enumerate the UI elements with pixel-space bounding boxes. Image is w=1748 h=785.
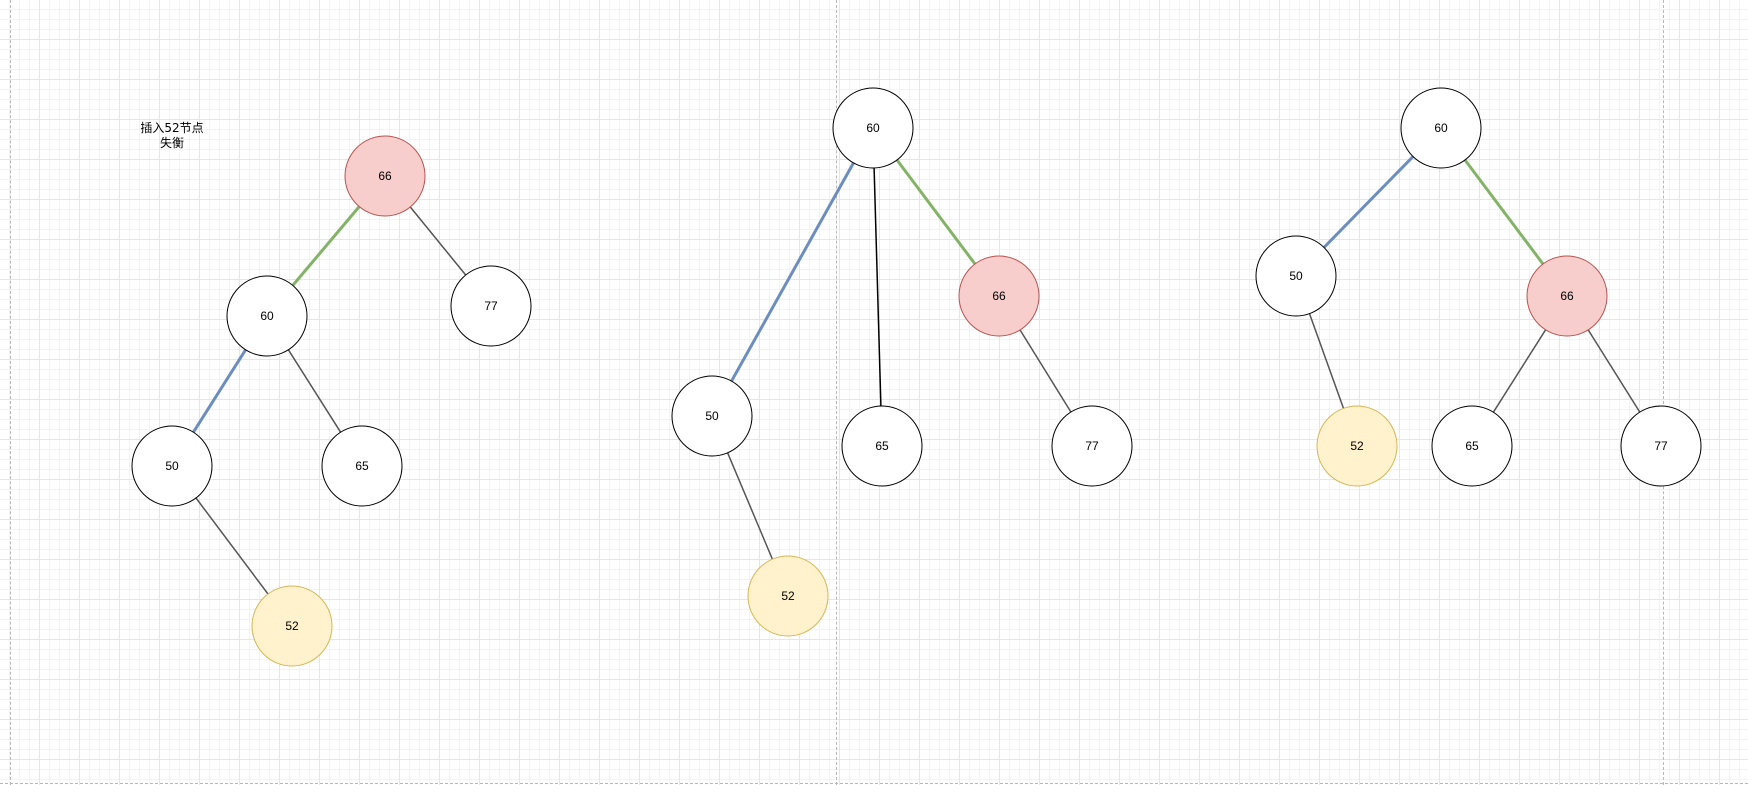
node-circle <box>832 87 914 169</box>
node-60[interactable]: 60 <box>226 275 308 357</box>
edge-66-77[interactable] <box>409 206 467 276</box>
node-label: 50 <box>1289 269 1303 283</box>
node-label: 52 <box>285 619 299 633</box>
node-65[interactable]: 65 <box>1431 405 1513 487</box>
node-circle <box>1431 405 1513 487</box>
node-label: 65 <box>875 439 889 453</box>
node-77[interactable]: 77 <box>1620 405 1702 487</box>
annotation-insert-text[interactable]: 插入52节点 <box>140 121 204 135</box>
node-circle <box>1255 235 1337 317</box>
edge-66-65[interactable] <box>1492 329 1547 413</box>
edge-60-66[interactable] <box>1463 159 1545 265</box>
edge-66-77[interactable] <box>1587 329 1641 413</box>
edge-66-60[interactable] <box>291 205 361 287</box>
node-label: 65 <box>1465 439 1479 453</box>
node-label: 77 <box>1654 439 1668 453</box>
edge-60-50[interactable] <box>192 348 247 434</box>
tree-before-rotation: 66 60 77 50 65 52 <box>131 135 532 667</box>
node-circle <box>671 375 753 457</box>
node-66[interactable]: 66 <box>1526 255 1608 337</box>
node-label: 60 <box>1434 121 1448 135</box>
node-label: 65 <box>355 459 369 473</box>
node-label: 52 <box>1350 439 1364 453</box>
node-circle <box>1526 255 1608 337</box>
node-77[interactable]: 77 <box>1051 405 1133 487</box>
node-circle <box>747 555 829 637</box>
node-label: 50 <box>165 459 179 473</box>
edge-60-50[interactable] <box>1322 155 1415 249</box>
node-50[interactable]: 50 <box>131 425 213 507</box>
node-circle <box>251 585 333 667</box>
node-label: 60 <box>260 309 274 323</box>
page-break-line <box>1663 0 1664 785</box>
node-label: 66 <box>378 169 392 183</box>
node-label: 77 <box>484 299 498 313</box>
node-circle <box>1400 87 1482 169</box>
node-label: 66 <box>1560 289 1574 303</box>
node-label: 77 <box>1085 439 1099 453</box>
node-60[interactable]: 60 <box>832 87 914 169</box>
node-circle <box>226 275 308 357</box>
node-65[interactable]: 65 <box>321 425 403 507</box>
node-65[interactable]: 65 <box>841 405 923 487</box>
node-circle <box>131 425 213 507</box>
node-50[interactable]: 50 <box>1255 235 1337 317</box>
node-52[interactable]: 52 <box>1316 405 1398 487</box>
node-60[interactable]: 60 <box>1400 87 1482 169</box>
node-circle <box>321 425 403 507</box>
page-break-line <box>10 0 11 785</box>
edge-66-77[interactable] <box>1019 329 1072 413</box>
edge-60-65[interactable] <box>287 349 342 433</box>
edge-60-65[interactable] <box>873 167 882 407</box>
node-circle <box>450 265 532 347</box>
node-label: 50 <box>705 409 719 423</box>
node-circle <box>344 135 426 217</box>
page-break-line <box>836 0 837 785</box>
node-66[interactable]: 66 <box>344 135 426 217</box>
node-77[interactable]: 77 <box>450 265 532 347</box>
edge-50-52[interactable] <box>1308 313 1345 409</box>
edge-60-50[interactable] <box>730 162 855 382</box>
node-label: 52 <box>781 589 795 603</box>
tree-intermediate: 60 66 50 65 77 52 <box>671 87 1133 637</box>
node-50[interactable]: 50 <box>671 375 753 457</box>
node-circle <box>1051 405 1133 487</box>
node-52[interactable]: 52 <box>747 555 829 637</box>
page-break-line <box>0 783 1748 784</box>
edge-50-52[interactable] <box>726 452 774 560</box>
node-label: 60 <box>866 121 880 135</box>
node-circle <box>841 405 923 487</box>
annotation-unbalanced-text[interactable]: 失衡 <box>159 136 184 150</box>
node-circle <box>958 255 1040 337</box>
node-circle <box>1316 405 1398 487</box>
node-circle <box>1620 405 1702 487</box>
node-52[interactable]: 52 <box>251 585 333 667</box>
node-66[interactable]: 66 <box>958 255 1040 337</box>
edge-60-66[interactable] <box>895 159 977 265</box>
tree-after-rotation: 60 50 66 52 65 77 <box>1255 87 1702 487</box>
edge-50-52[interactable] <box>195 497 269 595</box>
node-label: 66 <box>992 289 1006 303</box>
